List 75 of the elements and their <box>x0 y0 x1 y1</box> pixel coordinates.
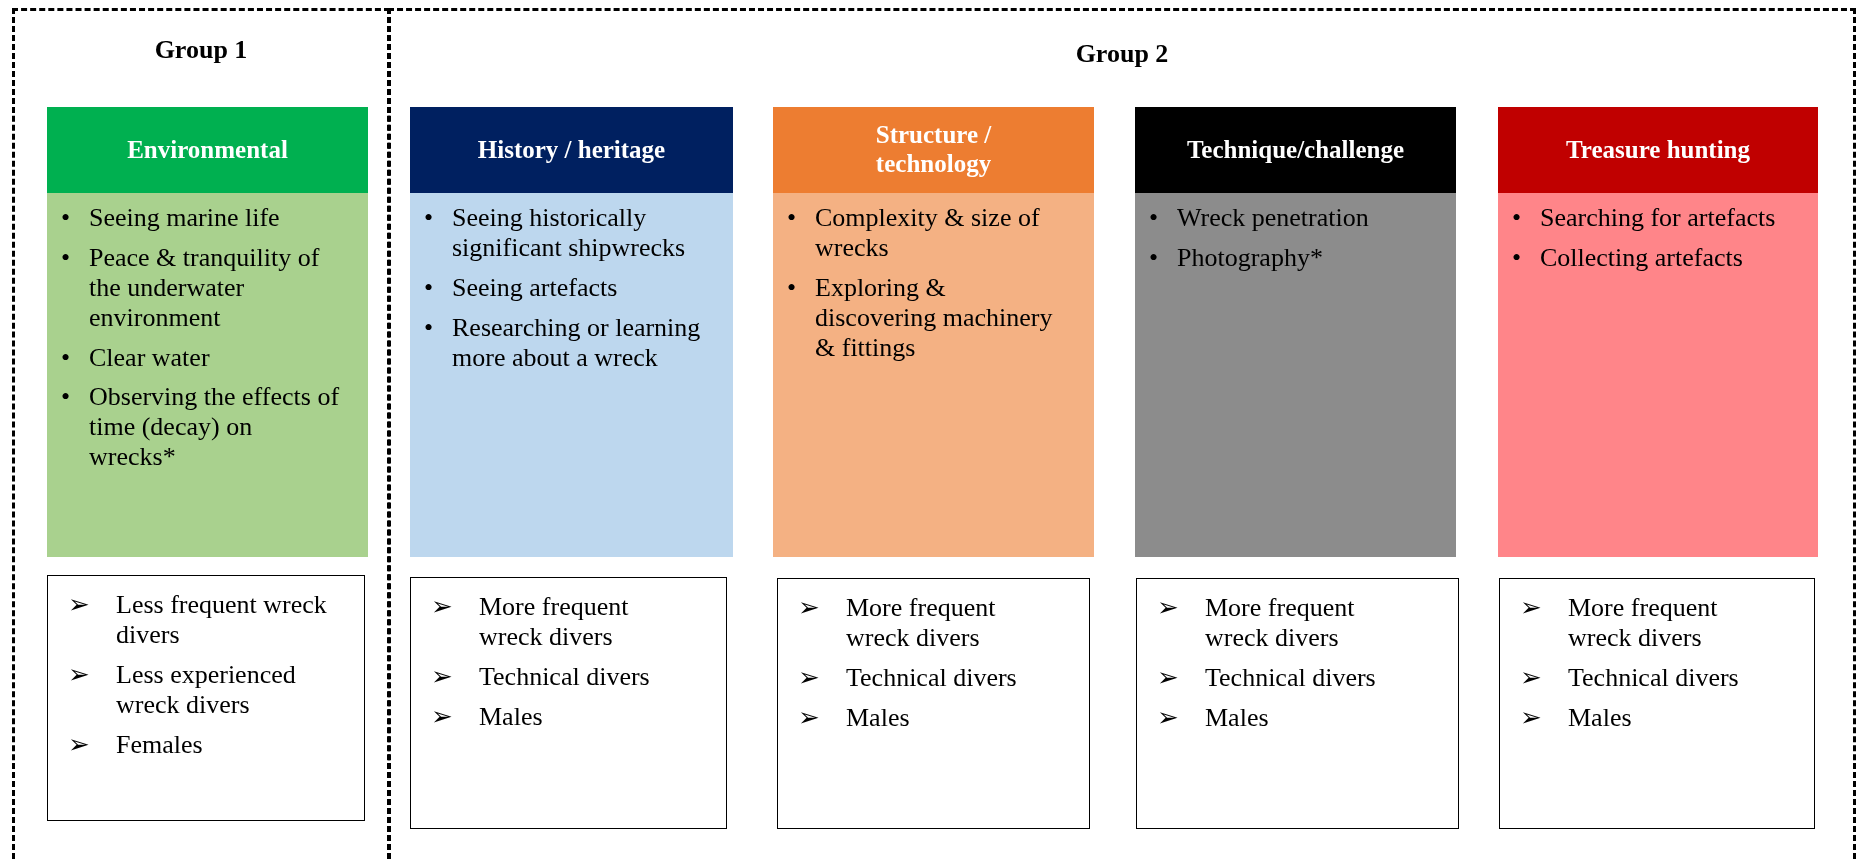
bullet-text: Males <box>846 702 910 733</box>
bullet-marker: ➢ <box>798 662 821 693</box>
profile-box <box>47 575 365 821</box>
category-header: Treasure hunting <box>1498 107 1818 193</box>
bullet-marker: • <box>61 382 72 414</box>
profile-box <box>1136 578 1459 829</box>
bullet-text: More frequent wreck divers <box>846 593 997 653</box>
group-region <box>12 8 390 859</box>
bullet-marker: • <box>787 203 798 234</box>
category-header: Structure / technology <box>773 107 1094 193</box>
bullet-text: Seeing marine life <box>89 203 280 233</box>
bullet-text: More frequent wreck divers <box>1568 593 1719 653</box>
category-header: Environmental <box>47 107 368 193</box>
bullet-marker: • <box>1512 203 1523 233</box>
bullet-marker: • <box>424 272 435 303</box>
bullet-text: Technical divers <box>1568 662 1739 693</box>
bullet-marker: ➢ <box>68 659 91 691</box>
bullet-text: Technical divers <box>1205 662 1376 693</box>
category-header: Technique/challenge <box>1135 107 1456 193</box>
bullet-marker: • <box>424 312 435 344</box>
bullet-text: More frequent wreck divers <box>479 592 630 652</box>
bullet-marker: ➢ <box>1157 593 1180 624</box>
bullet-marker: ➢ <box>68 729 91 760</box>
bullet-marker: ➢ <box>431 661 454 692</box>
bullet-text: Technical divers <box>479 661 650 692</box>
bullet-text: Peace & tranquility of the underwater environment <box>89 242 321 333</box>
category-card <box>47 107 368 557</box>
bullet-marker: • <box>424 203 435 234</box>
bullet-text: Less experienced wreck divers <box>116 659 297 720</box>
bullet-marker: • <box>1512 242 1523 273</box>
profile-box <box>410 577 727 829</box>
bullet-text: Searching for artefacts <box>1540 203 1776 233</box>
bullet-marker: ➢ <box>1520 702 1543 733</box>
bullet-text: Less frequent wreck divers <box>116 590 328 650</box>
bullet-text: Observing the effects of time (decay) on wrecks* <box>89 382 340 473</box>
bullet-marker: ➢ <box>1520 593 1543 624</box>
group-title: Group 1 <box>153 35 249 65</box>
bullet-text: Males <box>1568 702 1632 733</box>
group-title: Group 2 <box>1074 39 1170 69</box>
bullet-text: More frequent wreck divers <box>1205 593 1356 653</box>
category-header: History / heritage <box>410 107 733 193</box>
bullet-text: Males <box>1205 702 1269 733</box>
bullet-marker: • <box>61 203 72 233</box>
category-card <box>410 107 733 557</box>
bullet-marker: • <box>787 272 798 304</box>
bullet-text: Complexity & size of wrecks <box>815 203 1041 263</box>
category-card <box>773 107 1094 557</box>
bullet-text: Exploring & discovering machinery & fittings <box>815 272 1054 363</box>
bullet-text: Technical divers <box>846 662 1017 693</box>
bullet-text: Females <box>116 729 203 760</box>
bullet-text: Seeing artefacts <box>452 272 618 303</box>
bullet-text: Males <box>479 701 543 732</box>
bullet-text: Clear water <box>89 342 210 373</box>
bullet-marker: ➢ <box>68 590 91 621</box>
bullet-marker: ➢ <box>798 593 821 624</box>
bullet-text: Researching or learning more about a wreck <box>452 312 702 373</box>
bullet-text: Wreck penetration <box>1177 203 1369 233</box>
group-region <box>388 8 1856 859</box>
bullet-marker: • <box>61 342 72 373</box>
category-card <box>1498 107 1818 557</box>
bullet-marker: ➢ <box>798 702 821 733</box>
bullet-marker: • <box>1149 203 1160 233</box>
category-card <box>1135 107 1456 557</box>
bullet-marker: ➢ <box>431 701 454 732</box>
profile-box <box>777 578 1090 829</box>
bullet-marker: ➢ <box>431 592 454 623</box>
bullet-marker: • <box>1149 242 1160 273</box>
bullet-marker: ➢ <box>1520 662 1543 693</box>
bullet-marker: • <box>61 242 72 274</box>
bullet-text: Seeing historically significant shipwrecks <box>452 203 687 263</box>
bullet-marker: ➢ <box>1157 702 1180 733</box>
bullet-marker: ➢ <box>1157 662 1180 693</box>
profile-box <box>1499 578 1815 829</box>
bullet-text: Collecting artefacts <box>1540 242 1743 273</box>
bullet-text: Photography* <box>1177 242 1323 273</box>
